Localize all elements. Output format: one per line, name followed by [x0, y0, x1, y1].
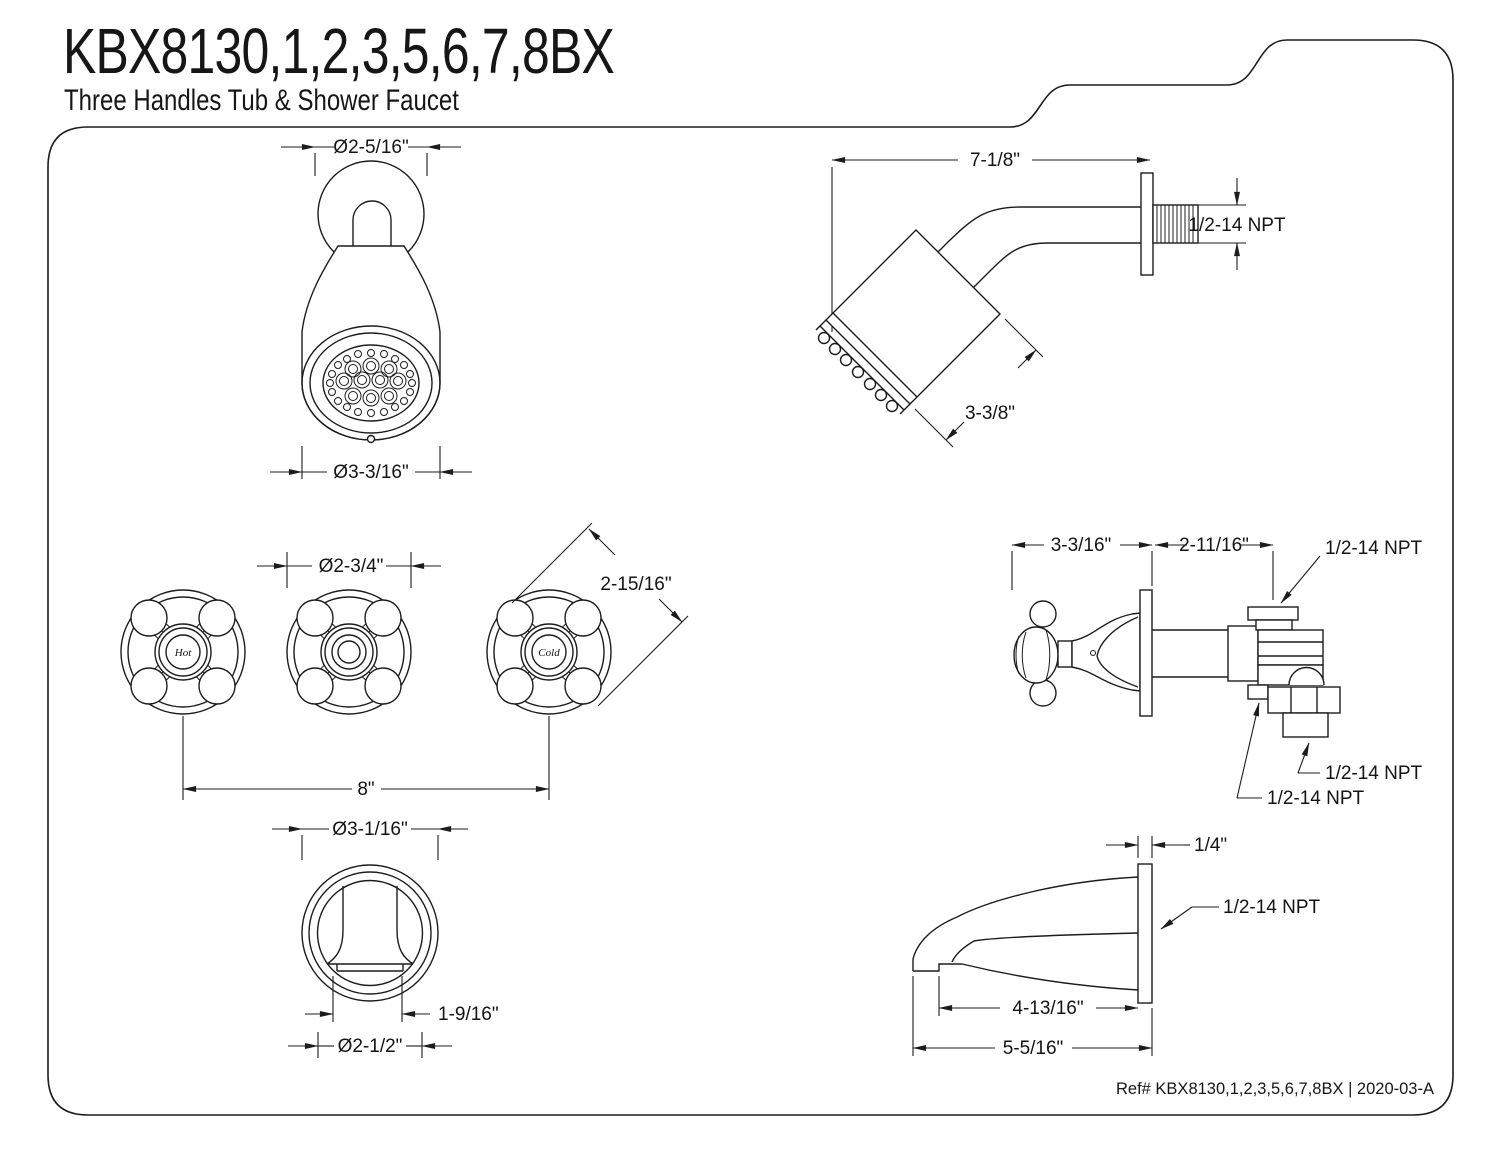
- dim-handle-diameter: Ø2-3/4": [257, 552, 441, 588]
- dim-label: 4-13/16": [1012, 998, 1083, 1019]
- dim-label: 5-5/16": [1003, 1038, 1064, 1059]
- dim-flange-thickness: 1/4": [1106, 835, 1227, 858]
- showerhead-front-outline: [301, 160, 441, 441]
- dim-handle-depth: 2-15/16": [511, 522, 689, 707]
- dim-arm-thread: 1/2-14 NPT: [1188, 178, 1286, 270]
- dim-label: 1/2-14 NPT: [1188, 215, 1286, 236]
- handles-front-view: Ø2-3/4" Hot: [120, 522, 689, 800]
- dim-label: 1-9/16": [438, 1004, 499, 1025]
- dim-label: 2-15/16": [600, 574, 671, 595]
- dim-side-port-thread: 1/2-14 NPT: [1236, 702, 1365, 809]
- dim-label: 8": [357, 779, 374, 800]
- dim-showerhead-top-diameter: Ø2-5/16": [281, 137, 461, 176]
- dim-label: 2-11/16": [1179, 535, 1249, 556]
- dim-label: 1/2-14 NPT: [1325, 538, 1423, 559]
- dim-overall-reach: 5-5/16": [912, 976, 1153, 1059]
- dim-arm-reach: 7-1/8": [831, 150, 1151, 332]
- dim-showerhead-face-diameter: Ø3-3/16": [270, 446, 472, 483]
- dim-label: Ø2-1/2": [338, 1036, 403, 1057]
- dim-handle-projection: 3-3/16": [1011, 535, 1153, 590]
- showerhead-nozzles: [326, 349, 416, 444]
- hot-index-label: Hot: [174, 647, 192, 659]
- dim-label: Ø2-3/4": [319, 556, 384, 577]
- spout-side-outline: [912, 863, 1153, 1004]
- diverter-handle: [286, 589, 412, 715]
- shower-arm: [923, 172, 1199, 290]
- dim-valve-projection: 2-11/16": [1154, 535, 1274, 600]
- spout-side-view: 1/4" 1/2-14 NPT 4-13/16" 5-5/16": [912, 835, 1321, 1059]
- valve-handle-side: [1013, 600, 1141, 707]
- spout-front-outline: [301, 864, 439, 1002]
- valve-side-view: 3-3/16" 2-11/16": [1011, 535, 1423, 809]
- dim-spout-reach: 4-13/16": [938, 976, 1139, 1019]
- showerhead-front-view: Ø2-5/16": [270, 137, 472, 483]
- dim-spout-outer-diameter: Ø3-1/16": [272, 819, 468, 860]
- dim-label: 7-1/8": [970, 150, 1020, 171]
- showerhead-side-body: [815, 229, 1001, 415]
- cold-handle: Cold: [486, 589, 612, 715]
- dim-spout-inner-diameter: Ø2-1/2": [288, 1032, 452, 1058]
- dim-top-port-thread: 1/2-14 NPT: [1280, 538, 1423, 604]
- dim-bottom-port-thread: 1/2-14 NPT: [1297, 742, 1423, 784]
- dim-label: 1/2-14 NPT: [1223, 897, 1321, 918]
- dim-label: Ø3-3/16": [333, 462, 408, 483]
- dim-label: 1/2-14 NPT: [1267, 788, 1365, 809]
- spout-front-view: Ø3-1/16" 1-9/16": [272, 819, 499, 1058]
- cold-index-label: Cold: [538, 647, 560, 659]
- hot-handle: Hot: [120, 589, 246, 715]
- showerhead-side-view: 7-1/8" 1/2-14 NPT: [815, 150, 1286, 448]
- reference-number: Ref# KBX8130,1,2,3,5,6,7,8BX | 2020-03-A: [1115, 1080, 1434, 1098]
- dim-head-length: 3-3/8": [914, 318, 1044, 448]
- dim-handle-spacing: 8": [182, 716, 550, 800]
- dim-label: 1/2-14 NPT: [1325, 763, 1423, 784]
- dim-label: 3-3/16": [1051, 535, 1112, 556]
- dim-label: 1/4": [1194, 835, 1227, 856]
- page-title: KBX8130,1,2,3,5,6,7,8BX: [63, 15, 615, 87]
- page-subtitle: Three Handles Tub & Shower Faucet: [64, 84, 459, 117]
- valve-body-side: [1139, 589, 1341, 738]
- dim-label: Ø2-5/16": [333, 137, 408, 158]
- dim-label: 3-3/8": [965, 403, 1015, 424]
- dim-spout-opening-width: 1-9/16": [305, 976, 499, 1025]
- dim-spout-thread: 1/2-14 NPT: [1160, 897, 1321, 930]
- dim-label: Ø3-1/16": [332, 819, 407, 840]
